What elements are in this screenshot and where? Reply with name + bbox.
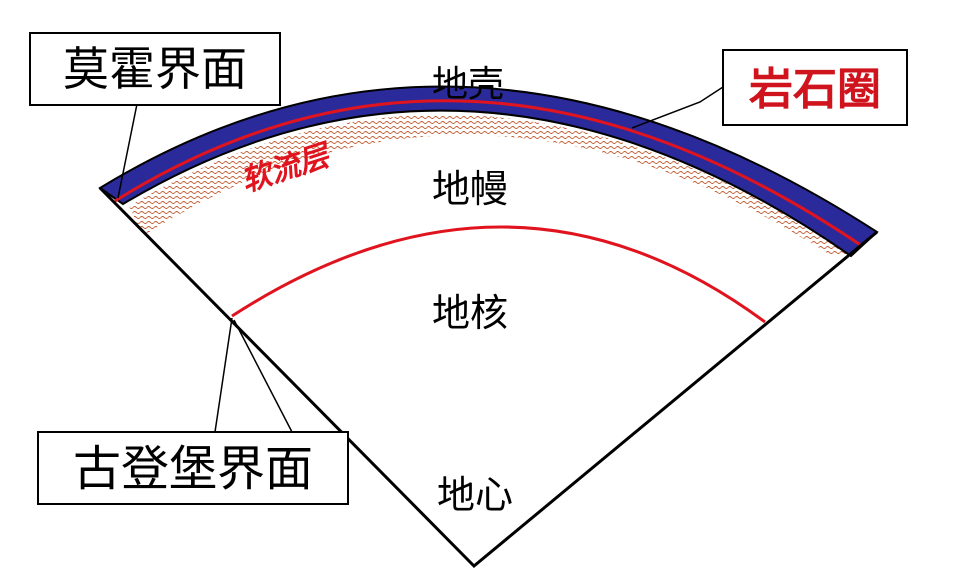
asthenosphere-band	[129, 114, 853, 257]
center-label: 地心	[437, 473, 513, 517]
moho-pointer-line	[117, 103, 138, 199]
gutenberg-pointer-line-left	[214, 317, 233, 433]
moho-label: 莫霍界面	[63, 42, 247, 96]
moho-callout-box	[29, 32, 281, 106]
lithosphere-label: 岩石圈	[749, 64, 881, 115]
crust-label: 地壳	[432, 64, 504, 105]
gutenberg-callout-box	[37, 431, 349, 505]
gutenberg-label: 古登堡界面	[73, 441, 313, 497]
lithosphere-boundary-line	[114, 99, 863, 248]
gutenberg-pointer-line-right	[233, 319, 293, 433]
lithosphere-pointer-line	[631, 86, 724, 129]
core-label: 地核	[432, 291, 508, 335]
wedge-outline	[98, 186, 878, 569]
lithosphere-callout-box	[722, 49, 908, 126]
mantle-label: 地幔	[432, 167, 508, 211]
gutenberg-boundary-line	[231, 225, 766, 324]
